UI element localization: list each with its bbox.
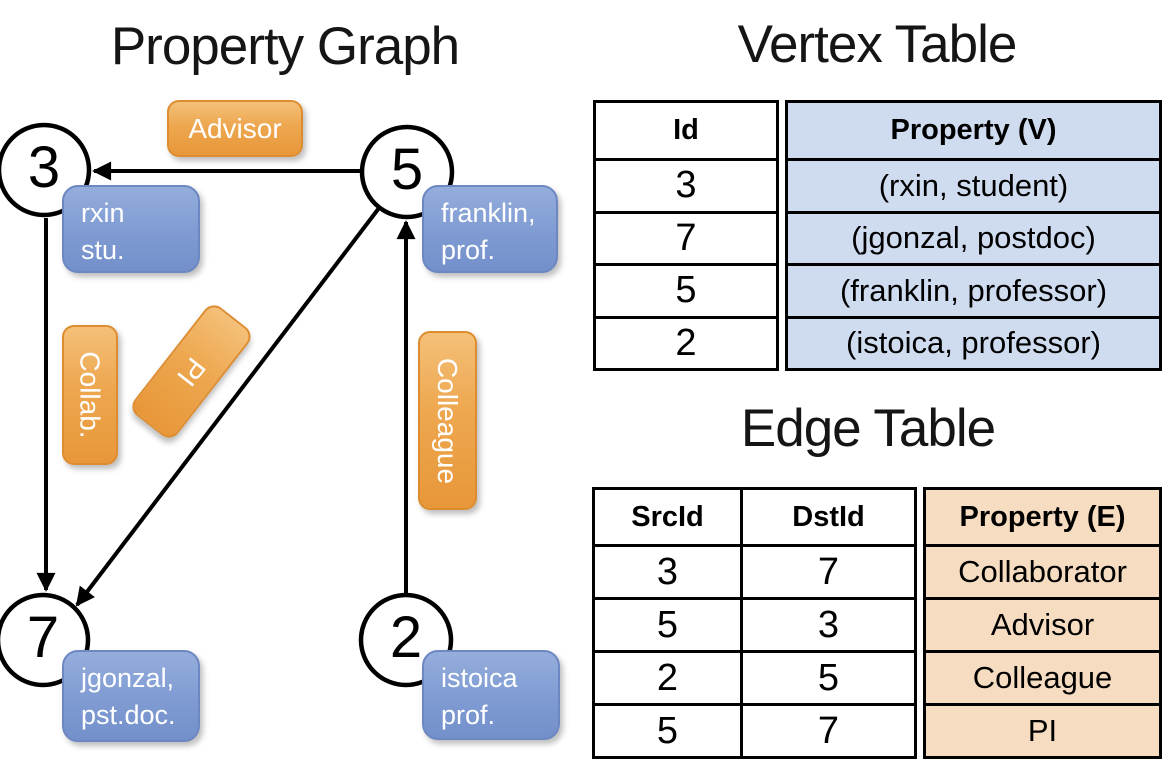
table-row: 5 [596, 263, 776, 316]
node-id-5: 5 [390, 136, 424, 202]
table-row: (rxin, student) [788, 158, 1159, 211]
node-id-7: 7 [26, 604, 60, 670]
edge-table-srcid-header: SrcId [595, 490, 743, 544]
table-row: (franklin, professor) [788, 263, 1159, 316]
edge-label-advisor: Advisor [167, 100, 303, 157]
table-row: 3 [595, 544, 743, 597]
vertex-label-rxin: rxin stu. [62, 185, 200, 273]
vertex-label-franklin-line2: prof. [441, 235, 496, 265]
node-id-2: 2 [389, 604, 423, 670]
edge-table-title: Edge Table [740, 399, 996, 458]
vertex-label-franklin-line1: franklin, [441, 198, 536, 228]
vertex-label-istoica-line2: prof. [441, 700, 496, 730]
edge-label-collab-text: Collab. [75, 351, 107, 439]
edge-label-collab: Collab. [62, 325, 118, 465]
table-row: 3 [596, 158, 776, 211]
vertex-label-jgonzal-line1: jgonzal, [81, 663, 175, 693]
vertex-label-rxin-line1: rxin [81, 198, 125, 228]
table-row: 3 [743, 597, 914, 650]
vertex-label-rxin-line2: stu. [81, 235, 125, 265]
vertex-label-istoica-line1: istoica [441, 663, 518, 693]
vertex-label-jgonzal: jgonzal, pst.doc. [62, 650, 200, 742]
vertex-label-jgonzal-line2: pst.doc. [81, 700, 176, 730]
table-row: Colleague [926, 650, 1159, 703]
table-row: 7 [743, 544, 914, 597]
table-row: 5 [595, 703, 743, 756]
table-row: 7 [596, 210, 776, 264]
table-row: 2 [596, 315, 776, 369]
table-row: 5 [595, 597, 743, 650]
table-row: (istoica, professor) [788, 315, 1159, 369]
table-row: PI [926, 703, 1159, 756]
vertex-table-id-header: Id [673, 114, 699, 146]
table-row: 2 [595, 650, 743, 703]
vertex-table-title: Vertex Table [737, 15, 1018, 74]
table-row: Collaborator [926, 544, 1159, 597]
edge-label-colleague-text: Colleague [432, 357, 464, 484]
vertex-table-property-header: Property (V) [890, 114, 1057, 146]
edge-pi-5-to-7 [75, 206, 381, 607]
edge-label-colleague: Colleague [418, 331, 477, 510]
edge-table-property-column: Property (E) Collaborator Advisor Collea… [923, 487, 1162, 759]
edge-label-advisor-text: Advisor [188, 112, 282, 144]
edge-label-pi-text: PI [171, 351, 213, 392]
edge-table-id-columns: SrcId DstId 3 7 5 3 2 5 5 7 [592, 487, 917, 759]
table-row: 5 [743, 650, 914, 703]
vertex-table-id-column: Id 3 7 5 2 [593, 100, 779, 371]
vertex-label-istoica: istoica prof. [422, 650, 560, 740]
vertex-label-franklin: franklin, prof. [422, 185, 558, 273]
table-row: (jgonzal, postdoc) [788, 210, 1159, 264]
table-row: 7 [743, 703, 914, 756]
edge-table-property-header: Property (E) [959, 500, 1126, 533]
node-id-3: 3 [27, 134, 61, 200]
table-row: Advisor [926, 597, 1159, 650]
edge-table-dstid-header: DstId [792, 500, 865, 533]
vertex-table-property-column: Property (V) (rxin, student) (jgonzal, p… [785, 100, 1162, 371]
property-graph-title: Property Graph [110, 17, 460, 76]
